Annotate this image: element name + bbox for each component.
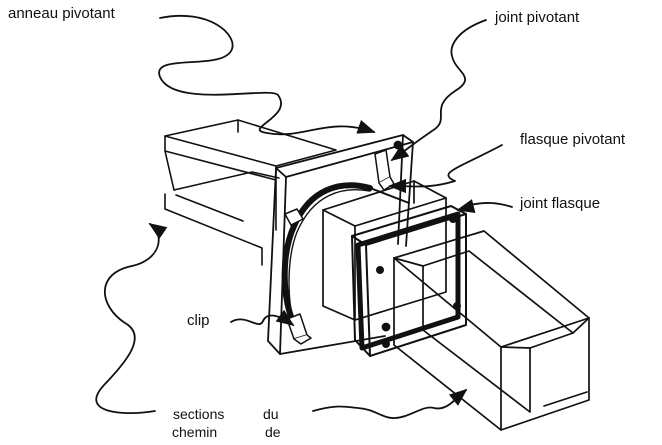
joint-flasque-leader <box>456 199 513 214</box>
label-clip: clip <box>187 312 210 329</box>
clip-leader <box>230 309 295 327</box>
label-chemin: chemin <box>172 424 218 440</box>
left-cable-tray-section <box>164 119 337 266</box>
swivel-ring <box>281 182 410 329</box>
right-cable-tray-section <box>393 230 590 431</box>
label-flasque-pivotant: flasque pivotant <box>520 131 626 148</box>
flasque-pivotant-leader <box>388 144 503 194</box>
pivot-flange <box>322 180 447 321</box>
joint-pivotant-leader <box>390 19 487 162</box>
label-anneau-pivotant: anneau pivotant <box>8 5 115 22</box>
label-sections: sections <box>173 406 225 422</box>
label-joint-flasque: joint flasque <box>520 195 601 212</box>
label-du: du <box>263 406 279 422</box>
label-de: de <box>265 424 281 440</box>
pivot-clips <box>284 149 395 345</box>
label-joint-pivotant: joint pivotant <box>495 9 580 26</box>
left-section-leader <box>95 222 168 415</box>
flange-gasket <box>351 205 467 357</box>
callout-leaders <box>95 15 513 419</box>
anneau-pivotant-leader <box>158 15 376 136</box>
right-section-leader <box>312 388 468 419</box>
